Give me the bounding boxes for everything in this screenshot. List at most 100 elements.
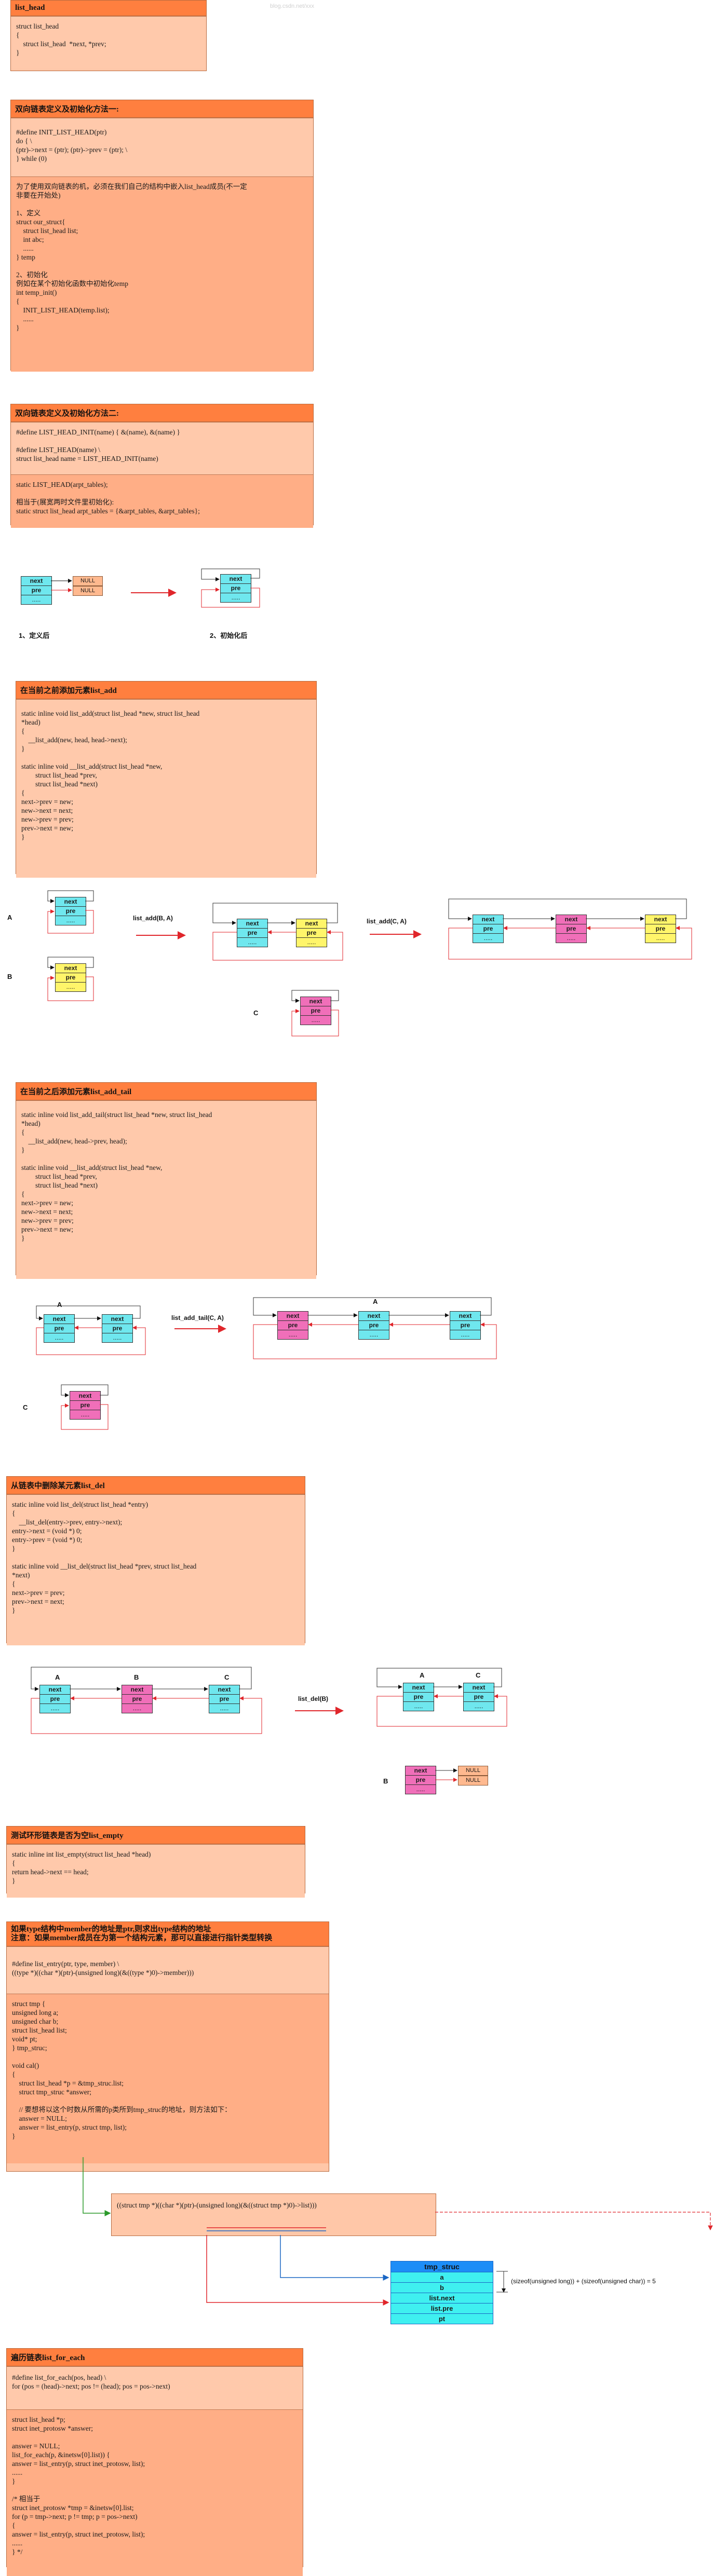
op-label-list-add-ca: list_add(C, A) (367, 918, 407, 925)
watermark: blog.csdn.net/xxx (270, 3, 314, 9)
panel-init-method-2: 双向链表定义及初始化方法二: #define LIST_HEAD_INIT(na… (10, 404, 314, 528)
panel-title: 从链表中删除某元素list_del (7, 1477, 305, 1494)
panel-title: list_head (11, 1, 206, 16)
pre-field: pre (473, 924, 503, 934)
next-field: next (556, 915, 586, 924)
data-field: ..... (403, 1702, 434, 1711)
label-b: B (134, 1673, 139, 1681)
struct-title: tmp_struc (391, 2261, 493, 2272)
list-node-a: next pre ..... (403, 1683, 434, 1711)
null-box: NULL (73, 576, 103, 586)
data-field: ..... (301, 1016, 331, 1025)
next-field: next (40, 1685, 70, 1695)
list-node-a: next pre ..... (237, 919, 268, 947)
pre-field: pre (464, 1693, 494, 1702)
data-field: ..... (645, 934, 676, 943)
data-field: ..... (556, 934, 586, 943)
next-field: next (359, 1312, 389, 1321)
pre-field: pre (40, 1695, 70, 1704)
code-block: static inline void list_add_tail(struct … (16, 1100, 316, 1279)
data-field: ..... (56, 983, 86, 991)
list-node-a: next pre ..... (473, 915, 504, 943)
list-node-a: next pre ..... (358, 1311, 389, 1340)
data-field: ..... (297, 938, 327, 947)
panel-list-add-tail: 在当前之后添加元素list_add_tail static inline voi… (16, 1082, 317, 1279)
struct-row: list.pre (391, 2304, 493, 2314)
label-b: B (7, 973, 12, 980)
panel-list-add: 在当前之前添加元素list_add static inline void lis… (16, 681, 317, 878)
next-field: next (122, 1685, 152, 1695)
next-field: next (70, 1392, 100, 1401)
code-block: #define list_entry(ptr, type, member) \ … (7, 1946, 329, 1994)
next-field: next (297, 919, 327, 929)
struct-row: pt (391, 2314, 493, 2324)
pre-field: pre (297, 929, 327, 938)
list-node-a: next pre ..... (39, 1685, 71, 1713)
label-a: A (420, 1671, 425, 1679)
data-field: ..... (464, 1702, 494, 1711)
data-field: ..... (450, 1330, 480, 1339)
pre-field: pre (21, 586, 51, 595)
struct-row: a (391, 2272, 493, 2283)
next-field: next (209, 1685, 239, 1695)
code-block: struct list_head *p; struct inet_protosw… (7, 2409, 303, 2576)
pre-field: pre (406, 1776, 436, 1785)
panel-list-entry: 如果type结构中member的地址是ptr,则求出type结构的地址 注意：如… (6, 1921, 329, 2172)
data-field: ..... (44, 1333, 74, 1342)
pre-field: pre (403, 1693, 434, 1702)
label-a: A (55, 1673, 60, 1681)
panel-title: 在当前之后添加元素list_add_tail (16, 1083, 316, 1100)
data-field: ..... (278, 1330, 308, 1339)
next-field: next (278, 1312, 308, 1321)
struct-row: list.next (391, 2293, 493, 2304)
data-field: ..... (237, 938, 267, 947)
formula-text: ((struct tmp *)((char *)(ptr)-(unsigned … (117, 2201, 317, 2209)
list-del-arrows (31, 1667, 507, 1782)
pre-field: pre (102, 1324, 132, 1333)
panel-title: 双向链表定义及初始化方法一: (11, 100, 313, 118)
list-node-b: next pre ..... (645, 915, 676, 943)
label-a: A (373, 1298, 378, 1305)
op-label-list-add-tail-ca: list_add_tail(C, A) (171, 1314, 224, 1321)
list-node-a: next pre ..... (55, 897, 86, 925)
list-node: next pre ..... (21, 576, 52, 605)
list-node-c: next pre ..... (277, 1311, 308, 1340)
op-label-list-del-b: list_del(B) (298, 1695, 329, 1702)
next-field: next (221, 575, 251, 584)
list-node: next pre ..... (450, 1311, 481, 1340)
code-block: struct list_head { struct list_head *nex… (11, 16, 206, 69)
data-field: ..... (40, 1704, 70, 1713)
data-field: ..... (473, 934, 503, 943)
pre-field: pre (70, 1401, 100, 1410)
next-field: next (406, 1766, 436, 1776)
pre-field: pre (122, 1695, 152, 1704)
pre-field: pre (56, 907, 86, 916)
list-node-b: next pre ..... (296, 919, 327, 947)
label-c: C (23, 1403, 28, 1411)
panel-list-del: 从链表中删除某元素list_del static inline void lis… (6, 1476, 305, 1645)
next-field: next (450, 1312, 480, 1321)
pre-field: pre (359, 1321, 389, 1330)
null-box: NULL (73, 586, 103, 596)
list-add-arrows (47, 890, 692, 1037)
struct-row: b (391, 2283, 493, 2293)
data-field: ..... (122, 1704, 152, 1713)
data-field: ..... (406, 1785, 436, 1794)
next-field: next (56, 897, 86, 907)
next-field: next (645, 915, 676, 924)
null-box: NULL (458, 1776, 488, 1786)
pre-field: pre (278, 1321, 308, 1330)
data-field: ..... (209, 1704, 239, 1713)
panel-title: 双向链表定义及初始化方法二: (11, 404, 313, 422)
list-node-a: next pre ..... (44, 1314, 75, 1343)
list-node: next pre ..... (220, 574, 251, 603)
panel-title: 如果type结构中member的地址是ptr,则求出type结构的地址 注意：如… (7, 1922, 329, 1946)
struct-tmp-struc: tmp_struc a b list.next list.pre pt (390, 2261, 493, 2324)
panel-list-empty: 测试环形链表是否为空list_empty static inline int l… (6, 1826, 305, 1898)
pre-field: pre (645, 924, 676, 934)
panel-title: 测试环形链表是否为空list_empty (7, 1827, 305, 1844)
data-field: ..... (21, 595, 51, 604)
pre-field: pre (450, 1321, 480, 1330)
list-node-c: next pre ..... (70, 1391, 101, 1420)
